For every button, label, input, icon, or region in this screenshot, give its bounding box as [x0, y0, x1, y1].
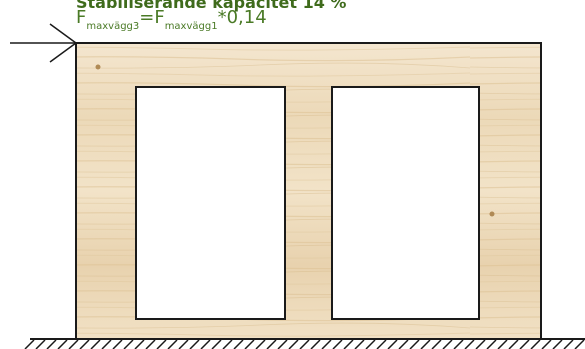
ground-hatch-mark: [47, 340, 56, 349]
ground-hatch-mark: [256, 340, 265, 349]
ground-hatch-mark: [278, 340, 287, 349]
ground-hatch-mark: [509, 340, 518, 349]
ground-hatch-mark: [80, 340, 89, 349]
ground-hatch-mark: [410, 340, 419, 349]
ground-hatch-mark: [531, 340, 540, 349]
wood-knot: [96, 65, 101, 70]
ground-hatch-mark: [168, 340, 177, 349]
ground-hatch-mark: [113, 340, 122, 349]
ground-hatch-mark: [267, 340, 276, 349]
ground-hatch-mark: [146, 340, 155, 349]
ground-hatch-mark: [366, 340, 375, 349]
ground-hatch-mark: [564, 340, 573, 349]
ground-hatch-mark: [102, 340, 111, 349]
ground-hatch-mark: [91, 340, 100, 349]
ground-hatch-mark: [322, 340, 331, 349]
ground-hatch-mark: [36, 340, 45, 349]
ground-hatch-mark: [25, 340, 34, 349]
ground-hatch-mark: [201, 340, 210, 349]
ground-hatch-mark: [124, 340, 133, 349]
ground-hatch-mark: [234, 340, 243, 349]
wall-opening-left: [136, 87, 285, 319]
wall-opening-right: [332, 87, 479, 319]
ground-hatch-mark: [432, 340, 441, 349]
ground-hatch-mark: [223, 340, 232, 349]
ground-hatch-mark: [553, 340, 562, 349]
ground-hatch-mark: [135, 340, 144, 349]
ground-hatch-mark: [289, 340, 298, 349]
force-arrow-icon: [10, 24, 76, 62]
ground-hatch-mark: [190, 340, 199, 349]
ground-hatch-mark: [454, 340, 463, 349]
ground-hatch-mark: [69, 340, 78, 349]
ground-hatch-mark: [443, 340, 452, 349]
ground-hatch-mark: [388, 340, 397, 349]
ground-hatch-mark: [245, 340, 254, 349]
ground-hatch-mark: [157, 340, 166, 349]
ground-hatch-mark: [377, 340, 386, 349]
ground-hatch-mark: [476, 340, 485, 349]
ground-hatch-mark: [498, 340, 507, 349]
ground-hatch-mark: [58, 340, 67, 349]
ground-hatch-mark: [179, 340, 188, 349]
ground-hatch-mark: [421, 340, 430, 349]
ground-hatch-mark: [542, 340, 551, 349]
ground-hatch-icon: [25, 339, 585, 349]
ground-hatch-mark: [465, 340, 474, 349]
ground-hatch-mark: [344, 340, 353, 349]
ground-hatch-mark: [399, 340, 408, 349]
ground-hatch-mark: [575, 340, 584, 349]
ground-hatch-mark: [487, 340, 496, 349]
wood-knot: [490, 212, 495, 217]
ground-hatch-mark: [300, 340, 309, 349]
ground-hatch-mark: [212, 340, 221, 349]
ground-hatch-mark: [311, 340, 320, 349]
ground-hatch-mark: [333, 340, 342, 349]
ground-hatch-mark: [355, 340, 364, 349]
ground-hatch-mark: [520, 340, 529, 349]
